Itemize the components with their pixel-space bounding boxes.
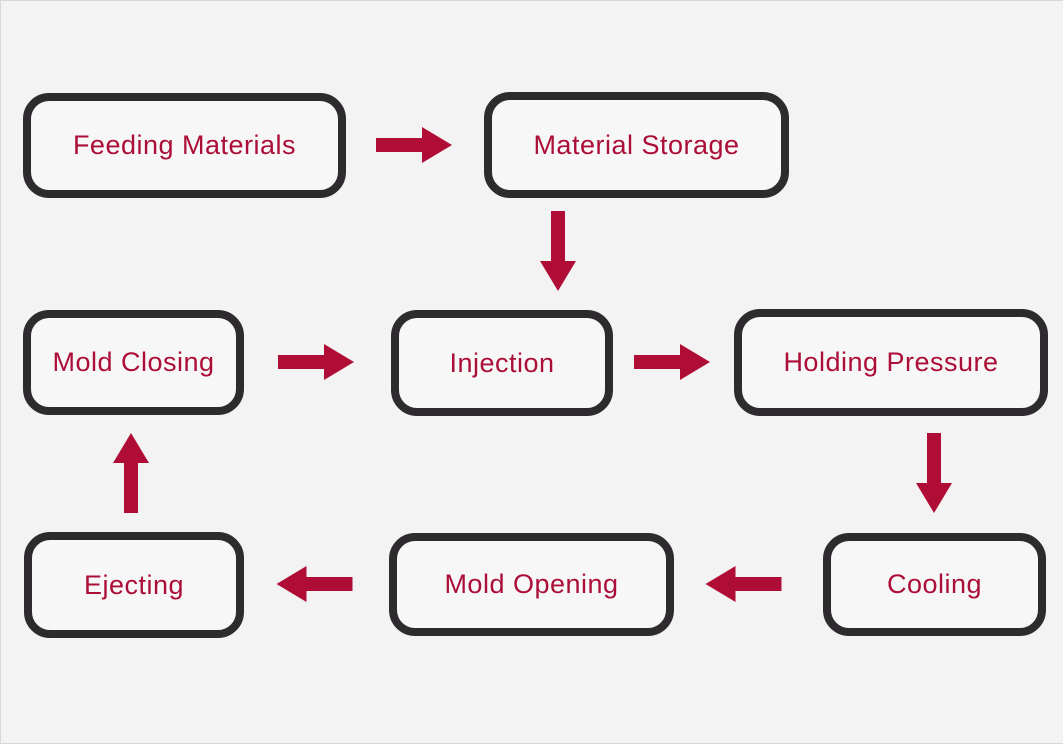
arrow-right-injection-to-holding-pressure bbox=[633, 342, 711, 382]
node-label: Holding Pressure bbox=[783, 347, 999, 377]
node-holding-pressure: Holding Pressure bbox=[734, 309, 1048, 416]
arrow-up-ejecting-to-mold-closing bbox=[113, 433, 149, 513]
node-mold-opening: Mold Opening bbox=[389, 533, 674, 636]
node-label: Cooling bbox=[886, 569, 983, 599]
node-label: Injection bbox=[449, 347, 555, 378]
node-label: Mold Opening bbox=[444, 569, 619, 599]
node-label: Ejecting bbox=[83, 569, 185, 600]
node-material-storage: Material Storage bbox=[484, 92, 789, 198]
node-injection: Injection bbox=[391, 310, 613, 416]
arrow-down-holding-pressure-to-cooling bbox=[916, 433, 952, 513]
node-mold-closing: Mold Closing bbox=[23, 310, 244, 415]
node-label: Mold Closing bbox=[52, 347, 215, 377]
arrow-left-mold-opening-to-ejecting bbox=[275, 564, 354, 604]
node-label: Feeding Materials bbox=[72, 130, 297, 160]
arrow-right-feeding-to-storage bbox=[376, 125, 452, 165]
arrow-left-cooling-to-mold-opening bbox=[704, 564, 783, 604]
node-label: Material Storage bbox=[533, 129, 740, 160]
node-ejecting: Ejecting bbox=[24, 532, 244, 638]
node-cooling: Cooling bbox=[823, 533, 1046, 636]
arrow-down-storage-to-injection bbox=[540, 211, 576, 291]
arrow-right-mold-closing-to-injection bbox=[278, 342, 354, 382]
node-feeding-materials: Feeding Materials bbox=[23, 93, 346, 198]
